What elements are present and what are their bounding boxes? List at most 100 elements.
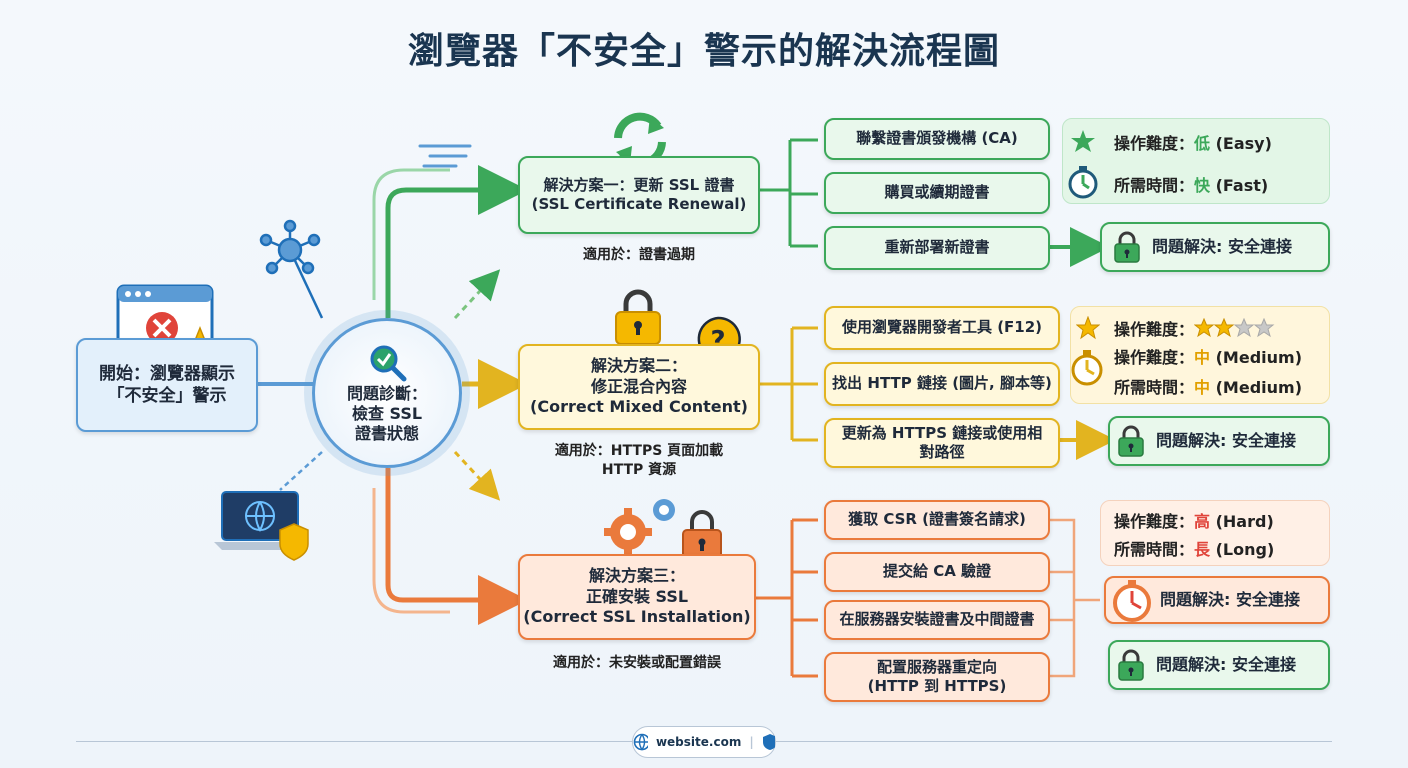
solution2-rating: 操作難度： — [1114, 316, 1278, 340]
solution3-resolved-2: 問題解決: 安全連接 — [1108, 640, 1330, 690]
solution3-subtitle: (Correct SSL Installation) — [523, 607, 751, 627]
gears-icon — [604, 499, 675, 556]
solution2-step-3-line1: 更新為 HTTPS 鏈接或使用相 — [841, 423, 1043, 442]
start-line1: 開始：瀏覽器顯示 — [99, 363, 235, 384]
solution3-step-4: 配置服務器重定向 (HTTP 到 HTTPS) — [824, 652, 1050, 702]
solution3-step-3: 在服務器安裝證書及中間證書 — [824, 600, 1050, 640]
solution1-difficulty-label: 操作難度： — [1114, 134, 1195, 153]
solution2-step-3: 更新為 HTTPS 鏈接或使用相 對路徑 — [824, 418, 1060, 468]
solution1-step-3: 重新部署新證書 — [824, 226, 1050, 270]
solution3-resolved-text-2: 問題解決: 安全連接 — [1156, 654, 1296, 674]
solution1-time-suffix: (Fast) — [1210, 176, 1269, 195]
solution3-title2: 正確安裝 SSL — [585, 586, 689, 606]
hub-to-solution1-arrow — [385, 165, 528, 318]
start-line2: 「不安全」警示 — [107, 386, 227, 406]
solution2-time-value: 中 — [1194, 378, 1211, 397]
solution1-resolved: 問題解決: 安全連接 — [1100, 222, 1330, 272]
solution2-step-3-line2: 對路徑 — [919, 443, 965, 461]
solution3-difficulty-suffix: (Hard) — [1210, 512, 1274, 531]
stopwatch-icon — [1113, 580, 1151, 622]
diagnosis-line2: 檢查 SSL — [351, 404, 423, 423]
search-check-icon — [370, 345, 407, 382]
solution1-difficulty: 操作難度：低 (Easy) — [1114, 130, 1272, 154]
solution2-time: 所需時間：中 (Medium) — [1114, 374, 1302, 398]
star-icon — [1071, 130, 1095, 152]
solution2-time-suffix: (Medium) — [1210, 378, 1302, 397]
solution2-rating-label: 操作難度： — [1114, 320, 1195, 339]
solution1-applies: 適用於：證書過期 — [583, 247, 695, 263]
rating-star — [1233, 318, 1255, 338]
solution2-resolved-text: 問題解決: 安全連接 — [1156, 430, 1296, 450]
solution3-difficulty: 操作難度：高 (Hard) — [1114, 508, 1274, 532]
diagnosis-hub: 問題診斷： 檢查 SSL 證書狀態 — [312, 318, 462, 468]
solution2-resolved: 問題解決: 安全連接 — [1108, 416, 1330, 466]
solution1-time: 所需時間：快 (Fast) — [1114, 172, 1268, 196]
solution2-box: 解決方案二： 修正混合內容 (Correct Mixed Content) — [518, 344, 760, 430]
solution2-meta-panel — [1070, 306, 1330, 404]
solution3-step-4-line2: (HTTP 到 HTTPS) — [867, 677, 1007, 695]
difficulty-rating-stars — [1194, 318, 1275, 338]
solution3-step-4-line1: 配置服務器重定向 — [876, 657, 997, 676]
solution1-meta-panel — [1062, 118, 1330, 204]
solution3-step-1: 獲取 CSR (證書簽名請求) — [824, 500, 1050, 540]
hub-to-solution3-arrow — [385, 468, 528, 625]
solution2-subtitle: (Correct Mixed Content) — [530, 397, 748, 417]
solution3-step-2: 提交給 CA 驗證 — [824, 552, 1050, 592]
page-title: 瀏覽器「不安全」警示的解決流程圖 — [407, 31, 1000, 72]
shield-icon — [762, 734, 775, 750]
rating-star — [1213, 318, 1235, 338]
solution3-applies: 適用於：未安裝或配置錯誤 — [553, 655, 721, 671]
lock-icon — [615, 289, 661, 345]
start-node: 開始：瀏覽器顯示 「不安全」警示 — [76, 338, 258, 432]
lock-icon — [1118, 649, 1144, 681]
solution2-difficulty: 操作難度：中 (Medium) — [1114, 344, 1302, 368]
solution3-time-suffix: (Long) — [1210, 540, 1275, 559]
solution2-applies-line1: 適用於：HTTPS 頁面加載 — [554, 443, 724, 459]
solution2-step-2: 找出 HTTP 鏈接 (圖片, 腳本等) — [824, 362, 1060, 406]
solution1-subtitle: (SSL Certificate Renewal) — [531, 195, 747, 213]
solution1-box: 解決方案一：更新 SSL 證書 (SSL Certificate Renewal… — [518, 156, 760, 234]
solution2-applies-line2: HTTP 資源 — [601, 461, 677, 478]
footer-separator: | — [749, 735, 754, 749]
rating-star — [1253, 318, 1275, 338]
solution2-title2: 修正混合內容 — [590, 376, 687, 396]
lock-icon — [1114, 231, 1140, 263]
footer-site: website.com — [655, 735, 742, 749]
solution2-difficulty-suffix: (Medium) — [1210, 348, 1302, 367]
solution3-box: 解決方案三： 正確安裝 SSL (Correct SSL Installatio… — [518, 554, 756, 640]
solution2-title: 解決方案二： — [590, 355, 687, 375]
solution3-difficulty-value: 高 — [1194, 512, 1211, 531]
solution2-applies: 適用於：HTTPS 頁面加載 HTTP 資源 — [518, 442, 760, 480]
solution1-title: 解決方案一：更新 SSL 證書 — [543, 175, 735, 194]
lock-icon — [1118, 425, 1144, 457]
solution1-difficulty-suffix: (Easy) — [1210, 134, 1272, 153]
solution1-resolved-text: 問題解決: 安全連接 — [1152, 236, 1292, 256]
solution3-time-label: 所需時間： — [1114, 540, 1195, 559]
solution3-meta-panel — [1100, 500, 1330, 566]
solution1-step-1: 聯繫證書頒發機構 (CA) — [824, 118, 1050, 160]
diagnosis-line1: 問題診斷： — [346, 384, 427, 403]
footer-badge[interactable]: website.com | — [632, 726, 776, 758]
stopwatch-icon — [1068, 166, 1098, 199]
globe-icon — [633, 733, 648, 751]
solution1-time-value: 快 — [1194, 176, 1211, 195]
solution3-resolved-text-1: 問題解決: 安全連接 — [1160, 589, 1300, 609]
solution3-title: 解決方案三： — [588, 565, 685, 585]
diagnosis-line3: 證書狀態 — [354, 424, 419, 443]
rating-star — [1194, 318, 1215, 338]
solution3-time: 所需時間：長 (Long) — [1114, 536, 1274, 560]
solution2-difficulty-label: 操作難度： — [1114, 348, 1195, 367]
solution3-time-value: 長 — [1194, 540, 1211, 559]
star-icon — [1076, 316, 1100, 340]
solution2-step-1: 使用瀏覽器開發者工具 (F12) — [824, 306, 1060, 350]
solution1-time-label: 所需時間： — [1114, 176, 1195, 195]
laptop-shield-icon — [214, 491, 309, 561]
solution2-time-label: 所需時間： — [1114, 378, 1195, 397]
solution2-difficulty-value: 中 — [1194, 348, 1211, 367]
stopwatch-icon — [1071, 350, 1103, 386]
solution3-resolved-1: 問題解決: 安全連接 — [1104, 576, 1330, 624]
solution3-difficulty-label: 操作難度： — [1114, 512, 1195, 531]
network-icon — [259, 219, 324, 319]
solution1-step-2: 購買或續期證書 — [824, 172, 1050, 214]
